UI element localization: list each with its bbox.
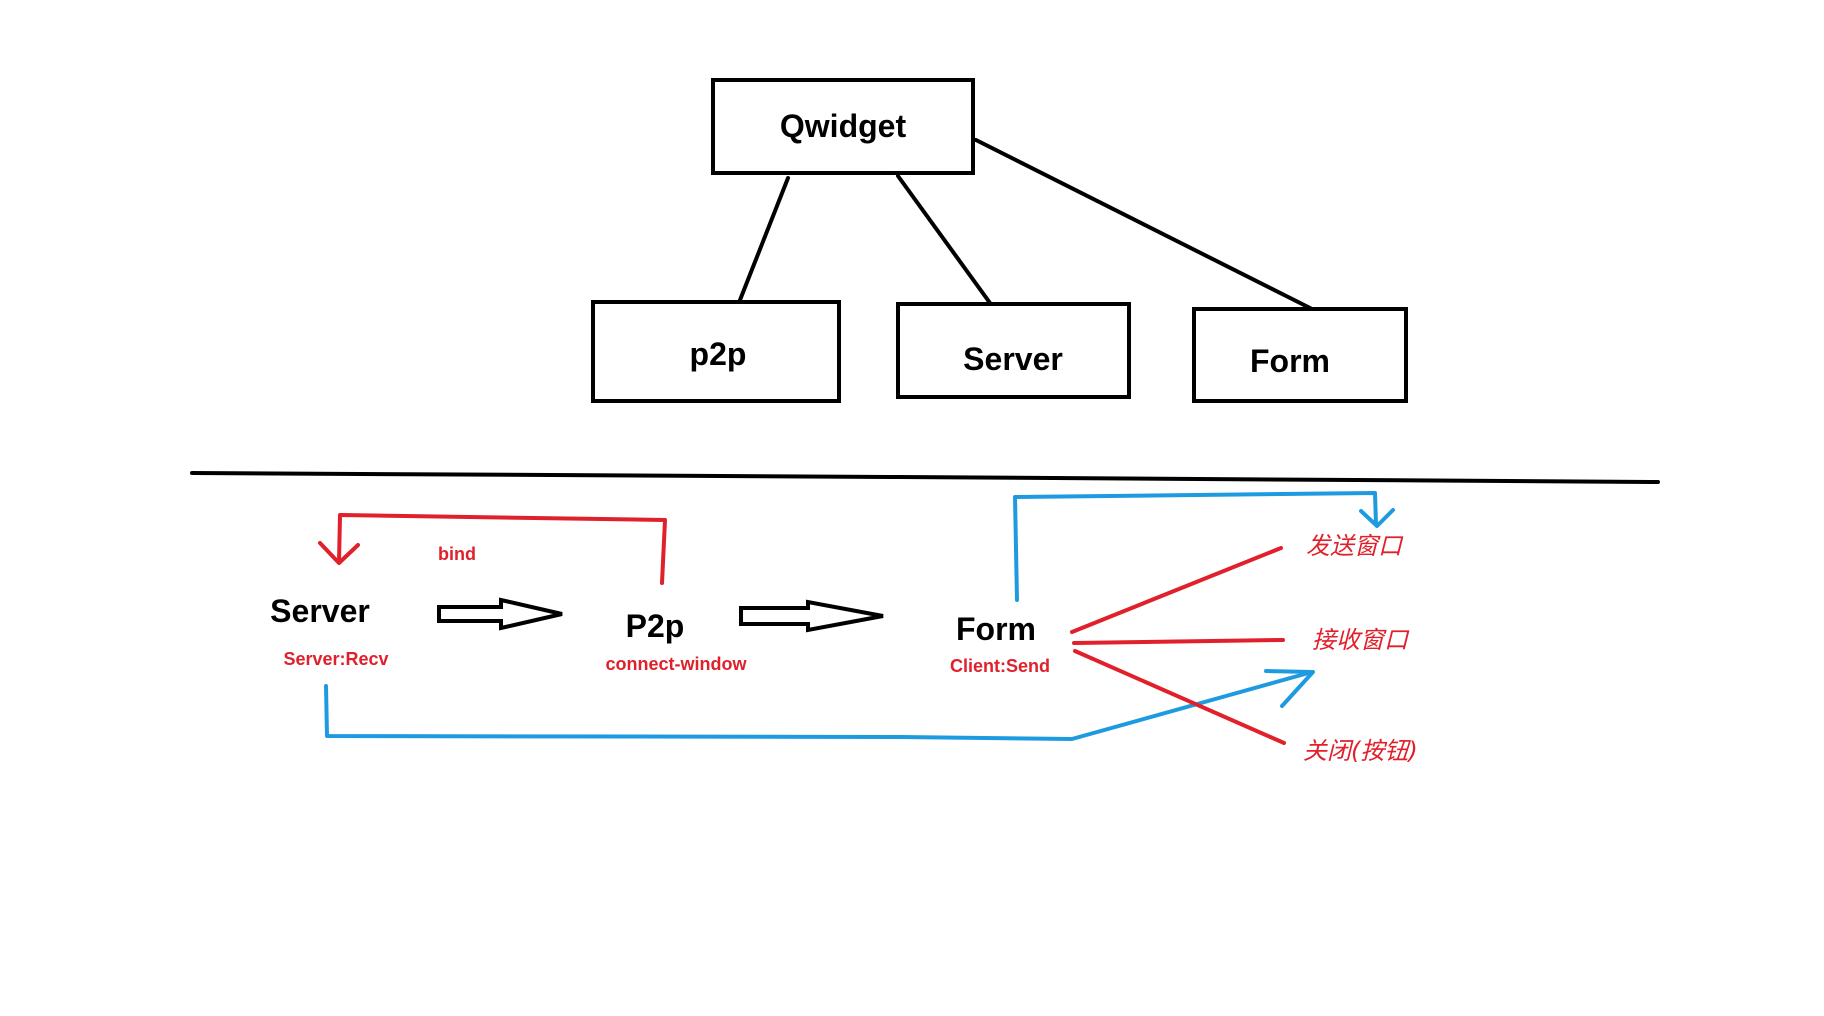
form-label: Form	[1250, 343, 1330, 379]
send-window-label: 发送窗口	[1306, 532, 1404, 560]
flow-server-label: Server	[270, 593, 370, 629]
p2p-label: p2p	[690, 336, 747, 372]
edge-qwidget-server	[896, 174, 992, 305]
p2p-to-form-arrow	[739, 599, 884, 633]
qwidget-label: Qwidget	[780, 108, 907, 144]
flow-p2p-sub: connect-window	[606, 654, 748, 674]
form-box	[1192, 307, 1408, 403]
flow-p2p-label: P2p	[626, 608, 685, 644]
send-window-arrow	[1013, 491, 1378, 602]
server-label: Server	[963, 341, 1063, 377]
form-to-send-window-line	[1070, 546, 1283, 634]
bind-label: bind	[438, 544, 476, 564]
server-box	[896, 302, 1131, 399]
p2p-box	[591, 300, 841, 403]
flow-diagram: bind Server Server:Recv P2p connect-wind…	[270, 491, 1418, 765]
recv-window-label: 接收窗口	[1312, 626, 1410, 654]
qwidget-box	[711, 78, 975, 175]
flow-server-sub: Server:Recv	[283, 649, 388, 669]
edge-qwidget-form	[974, 138, 1314, 311]
recv-window-arrow	[324, 670, 1314, 741]
flow-form-label: Form	[956, 611, 1036, 647]
send-window-arrow-head	[1359, 508, 1395, 528]
recv-window-arrow-head	[1264, 669, 1315, 708]
form-to-close-button-line	[1073, 649, 1286, 745]
section-divider	[190, 471, 1660, 484]
hierarchy-diagram: Qwidget p2p Server Form	[591, 78, 1408, 403]
bind-arrow	[337, 513, 667, 585]
edge-qwidget-p2p	[738, 176, 790, 302]
bind-arrow-head	[318, 541, 360, 565]
form-to-recv-window-line	[1072, 638, 1285, 645]
flow-form-sub: Client:Send	[950, 656, 1050, 676]
close-button-label: 关闭(按钮)	[1303, 737, 1418, 765]
server-to-p2p-arrow	[437, 597, 563, 631]
